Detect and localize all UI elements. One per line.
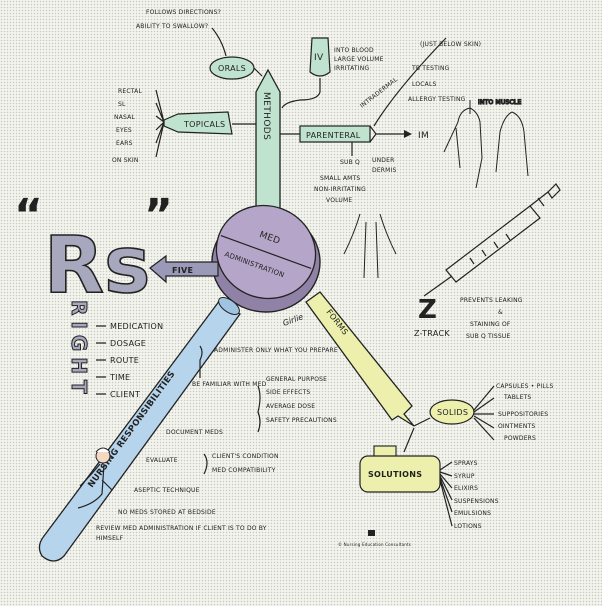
nurse-figure — [77, 447, 113, 509]
rs-big-letters: Rs — [44, 221, 151, 311]
solids-item-capsules: CAPSULES • PILLS — [496, 383, 554, 390]
evaluate-sub-condition: CLIENT'S CONDITION — [212, 453, 279, 460]
subq-note-1b: DERMIS — [372, 167, 397, 174]
familiar-sub-safety: SAFETY PRECAUTIONS — [266, 417, 337, 424]
nursing-item-evaluate: EVALUATE — [146, 457, 178, 464]
intradermal-use-tb: TB TESTING — [411, 65, 450, 72]
ztrack-note-4: SUB Q TISSUE — [466, 333, 511, 340]
solutions-item-lotions: LOTIONS — [454, 523, 482, 530]
subq-note-1a: UNDER — [372, 157, 394, 164]
nursing-item-review: REVIEW MED ADMINISTRATION IF CLIENT IS T… — [96, 525, 267, 542]
subq-note-2b: NON-IRRITATING — [314, 186, 366, 193]
solids-item-ointments: OINTMENTS — [498, 423, 535, 430]
med-administration-pill: MED ADMINISTRATION — [211, 204, 321, 313]
nursing-item-bedside: NO MEDS STORED AT BEDSIDE — [118, 509, 216, 516]
iv-note-3: IRRITATING — [334, 65, 369, 72]
rights-title: “ Rs ” — [14, 190, 173, 312]
iv-note-2: LARGE VOLUME — [334, 56, 384, 63]
rs-open-quote: “ — [14, 190, 43, 241]
footer-credit: © Nursing Education Consultants — [338, 542, 411, 547]
right-item-dosage: DOSAGE — [110, 339, 146, 348]
nursing-item-aseptic: ASEPTIC TECHNIQUE — [134, 487, 200, 494]
im-label: IM — [418, 131, 429, 141]
signature: Girlie — [282, 312, 305, 328]
familiar-sub-purpose: GENERAL PURPOSE — [266, 376, 327, 383]
solutions-label: SOLUTIONS — [368, 470, 422, 479]
solids-label: SOLIDS — [437, 408, 468, 417]
orals-label: ORALS — [218, 64, 246, 73]
ztrack-note-2: & — [498, 309, 503, 316]
solids-item-suppositories: SUPPOSITORIES — [498, 411, 548, 418]
ztrack-z-icon: Z — [418, 295, 437, 325]
right-item-route: ROUTE — [110, 356, 139, 365]
familiar-sub-side-effects: SIDE EFFECTS — [266, 389, 310, 396]
topical-site-nasal: NASAL — [114, 114, 135, 121]
right-word-vertical: RIGHT — [67, 300, 92, 401]
right-item-time: TIME — [109, 373, 130, 382]
nursing-item-document: DOCUMENT MEDS — [166, 429, 223, 436]
solutions-item-sprays: SPRAYS — [454, 460, 478, 467]
body-sketches: INTO MUSCLE — [343, 98, 529, 279]
rs-close-quote: ” — [144, 190, 173, 241]
iv-node: IV INTO BLOOD LARGE VOLUME IRRITATING — [281, 37, 384, 109]
topical-site-ears: EARS — [116, 140, 133, 147]
right-item-medication: MEDICATION — [110, 322, 163, 331]
subq-note-2c: VOLUME — [326, 197, 352, 204]
methods-label: METHODS — [261, 92, 271, 140]
syringe-illustration — [423, 183, 561, 297]
im-note: INTO MUSCLE — [478, 99, 521, 106]
iv-label: IV — [314, 53, 324, 63]
logo-icon — [368, 530, 375, 536]
subq-label: SUB Q — [340, 159, 360, 166]
forms-spoke: FORMS — [305, 291, 415, 427]
topicals-node: TOPICALS RECTAL SL NASAL EYES EARS ON SK… — [112, 88, 256, 164]
topical-site-skin: ON SKIN — [112, 157, 139, 164]
solids-node: SOLIDS CAPSULES • PILLS TABLETS SUPPOSIT… — [413, 383, 554, 442]
nursing-item-review-box: REVIEW MED ADMINISTRATION IF CLIENT IS T… — [96, 525, 267, 542]
five-arrow: FIVE — [149, 254, 219, 284]
ztrack-label: Z-TRACK — [414, 329, 450, 338]
solids-item-powders: POWDERS — [504, 435, 536, 442]
intradermal-use-locals: LOCALS — [412, 81, 437, 88]
solutions-item-suspensions: SUSPENSIONS — [454, 498, 499, 505]
parenteral-label: PARENTERAL — [306, 131, 361, 140]
orals-node: ORALS FOLLOWS DIRECTIONS? ABILITY TO SWA… — [136, 9, 263, 80]
nursing-list: ADMINISTER ONLY WHAT YOU PREPARE BE FAMI… — [96, 345, 338, 542]
topical-site-sl: SL — [118, 101, 126, 108]
solutions-item-emulsions: EMULSIONS — [454, 510, 491, 517]
subq-note-2a: SMALL AMTS — [320, 175, 360, 182]
solids-item-tablets: TABLETS — [503, 394, 531, 401]
familiar-sub-dose: AVERAGE DOSE — [266, 403, 315, 410]
iv-note-1: INTO BLOOD — [334, 47, 374, 54]
topical-site-eyes: EYES — [116, 127, 132, 134]
evaluate-sub-compatibility: MED COMPATIBILITY — [212, 467, 276, 474]
ztrack-node: Z Z-TRACK PREVENTS LEAKING & STAINING OF… — [414, 295, 523, 340]
orals-note-1: FOLLOWS DIRECTIONS? — [146, 9, 221, 16]
nursing-item-familiar: BE FAMILIAR WITH MED — [192, 381, 267, 388]
intradermal-label: INTRADERMAL — [359, 76, 399, 110]
right-word: RIGHT — [67, 300, 91, 400]
solutions-item-syrup: SYRUP — [454, 473, 475, 480]
rights-list: MEDICATION DOSAGE ROUTE TIME CLIENT — [96, 322, 163, 399]
orals-note-2: ABILITY TO SWALLOW? — [136, 23, 208, 30]
solutions-item-elixirs: ELIXIRS — [454, 485, 478, 492]
topicals-label: TOPICALS — [183, 120, 225, 129]
intradermal-use-allergy: ALLERGY TESTING — [408, 96, 466, 103]
nursing-label: NURSING RESPONSIBILITIES — [86, 369, 177, 489]
ztrack-note-1: PREVENTS LEAKING — [460, 297, 523, 304]
right-item-client: CLIENT — [110, 390, 140, 399]
ztrack-note-3: STAINING OF — [470, 321, 511, 328]
five-label: FIVE — [172, 266, 193, 275]
topical-site-rectal: RECTAL — [118, 88, 142, 95]
nursing-item-administer: ADMINISTER ONLY WHAT YOU PREPARE — [214, 347, 338, 354]
solutions-bottle: SOLUTIONS SPRAYS SYRUP ELIXIRS SUSPENSIO… — [359, 427, 499, 530]
intradermal-note: (JUST BELOW SKIN) — [420, 41, 481, 48]
methods-spoke: METHODS — [255, 68, 281, 211]
